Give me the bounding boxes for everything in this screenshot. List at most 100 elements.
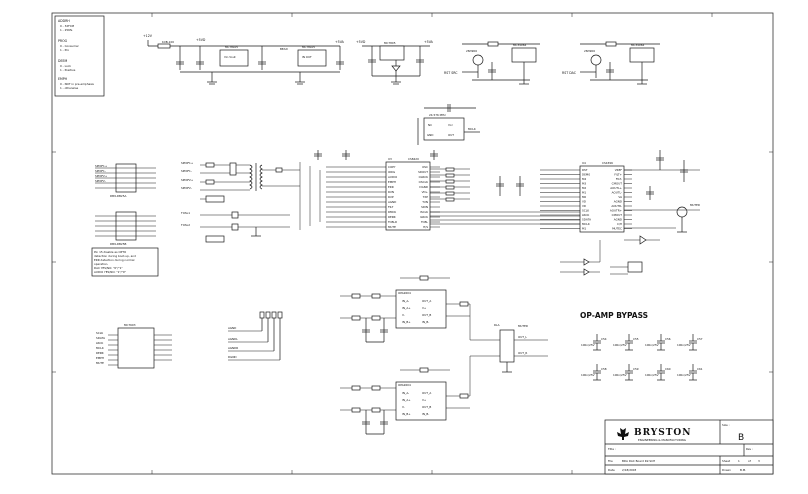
note-line: 0 - 32FCM <box>60 24 75 28</box>
mute-net-label: MUTED <box>690 203 700 207</box>
chip-part: CS4396 <box>602 161 613 165</box>
cap-value: 100n/25V <box>677 343 691 347</box>
receiver-support <box>314 150 438 160</box>
pld-signal: LRCK <box>96 341 103 345</box>
svg-text:IN_A-: IN_A- <box>402 391 409 395</box>
osc-pin: OUT <box>448 133 454 137</box>
pld-signal: MUTE <box>96 361 104 365</box>
opamp-bypass-section: OP-AMP BYPASS C54100n/25VC55100n/25VC561… <box>580 311 703 381</box>
toslink-net: TOSL1 <box>180 211 190 215</box>
cap-ref: C58 <box>601 367 607 371</box>
chip-pin-label: ERR <box>388 185 394 189</box>
connector-label: DB9-DB25A <box>110 194 126 198</box>
resistor-bank <box>430 167 580 225</box>
osc-pin: GND <box>427 133 433 137</box>
chip-pin-label: AOUTR- <box>611 204 622 208</box>
pld-note-line: AUDIO YES/NO: "1"/"0" <box>94 270 127 274</box>
mclk-net-label: MCLK <box>468 127 476 131</box>
of-label: of <box>748 459 752 463</box>
chip-pin-label: SDOUT <box>418 170 428 174</box>
chip-pin-label: FILT- <box>616 177 622 181</box>
ground-label: AGND <box>228 326 236 330</box>
chip-pin-label: OSCLK <box>419 180 428 184</box>
chip-pin-label: RMCK <box>388 210 396 214</box>
chip-pin-label: SDIN <box>421 205 428 209</box>
toslink-net: TOSL2 <box>180 223 190 227</box>
svg-text:IN_A-: IN_A- <box>402 299 409 303</box>
svg-text:V+: V+ <box>422 398 427 402</box>
chip-pin-label: EMPH <box>388 180 396 184</box>
chip-pin-label: LRCK <box>582 213 589 217</box>
cap-value: 100n/25V <box>581 343 595 347</box>
relay-label: RLA <box>494 323 500 327</box>
ground-label: DGND <box>228 355 237 359</box>
chip-pin-label: RXN <box>388 190 394 194</box>
svg-text:OUT_B: OUT_B <box>422 405 431 409</box>
transistor-label: 2N3906 <box>584 49 595 53</box>
chip-pin-label: ILRCK <box>420 215 428 219</box>
cap-ref: C54 <box>601 337 607 341</box>
chip-pin-label: TXP <box>422 195 429 199</box>
opamp-part: OPA2604 <box>398 291 411 295</box>
svg-text:IN_B-: IN_B- <box>422 320 429 324</box>
opamp-stage-right: OPA2604 IN_A-OUT_A IN_A+V+ V-OUT_B IN_B+… <box>340 355 500 435</box>
osc-pin: Vcc <box>448 123 453 127</box>
note-line: EMPH <box>58 77 68 81</box>
chip-pin-label: ISCLK <box>420 210 428 214</box>
chip-pin-label: OSC <box>422 165 428 169</box>
chip-pin-label: SDATA <box>582 218 591 222</box>
pld-note-line: DAC YES/NO: "0"/"1" <box>94 266 123 270</box>
company-logo-text: BRYSTON <box>634 428 692 438</box>
power-supply-section: +12V KXB-100 +5VD MC78L05 Vin Vout MC78L… <box>143 34 434 85</box>
reset-chip-label: MC34064 <box>513 43 526 47</box>
chip-pin-label: M1 <box>582 191 586 195</box>
chip-pin-label: CMOUT <box>612 182 623 186</box>
reset-net-label: RST SRC <box>444 71 458 75</box>
rail-label: +5VA <box>424 40 434 44</box>
chip-pin-label: DEM0 <box>582 173 590 177</box>
chip-pin-label: AOUTL- <box>612 191 622 195</box>
chip-pin-label: AOUTL+ <box>610 186 622 190</box>
cap-value: 100n/25V <box>677 373 691 377</box>
mute-net-label: MUTED <box>518 324 528 328</box>
svg-text:OUT_A: OUT_A <box>422 391 431 395</box>
chip-pin-label: AOUTR+ <box>610 209 623 213</box>
cap-value: 100n/25V <box>613 343 627 347</box>
drawn-label: Drawn <box>722 468 731 472</box>
svg-text:IN_B+: IN_B+ <box>402 320 411 324</box>
reset-circuit-dac: MC34064 2N3906 RST DAC <box>562 41 660 85</box>
opamp-stage-left: OPA2604 IN_A-OUT_A IN_A+V+ V-OUT_B IN_B+… <box>340 275 500 343</box>
sheet-value: 1 <box>738 459 740 463</box>
oscillator-freq: 24.576 MHz <box>429 113 446 117</box>
ground-nets: AGND AGNDL AGNDR DGND <box>228 311 283 361</box>
note-line: ADDRH <box>58 19 70 23</box>
chip-pin-label: VREF <box>615 168 623 172</box>
chip-pin-label: MCLK <box>582 222 590 226</box>
rail-label: +5VD <box>196 38 206 42</box>
sheet-label: Sheet <box>722 459 731 463</box>
company-sub-text: ENGINEERING & MANUFACTURING <box>638 438 686 442</box>
date-value: 2/18/2003 <box>622 468 637 472</box>
chip-pin-label: AGND <box>614 200 622 204</box>
cap-ref: C56 <box>665 337 671 341</box>
chip-pin-label: FILT <box>388 205 394 209</box>
output-label: OUT_R <box>518 351 527 355</box>
svg-text:V+: V+ <box>422 306 427 310</box>
rail-label: +5VA <box>335 40 345 44</box>
oscillator-x1: 24.576 MHz NC Vcc GND OUT MCLK <box>417 104 480 145</box>
regulator-label: MC78L05 <box>302 45 315 49</box>
note-line: 1 - otherwise <box>60 86 79 90</box>
fuse-label: KXB-100 <box>162 40 174 44</box>
pld-part-label: MC7693 <box>124 323 136 327</box>
chip-pin-label: FILT+ <box>614 173 622 177</box>
pld-note-line: Pin 15 disable as OPTO <box>94 250 127 254</box>
note-line: 0 - Lock <box>60 64 71 68</box>
chip-pin-label: RST <box>582 168 588 172</box>
pld-note-line: operation. <box>94 262 108 266</box>
rail-label: +12V <box>143 34 153 38</box>
output-label: OUT_L <box>518 335 527 339</box>
note-line: 0 - NOT in pre-emphasis <box>60 82 94 86</box>
chip-pin-label: TCBLD <box>387 220 397 224</box>
note-line: PROG <box>58 39 68 43</box>
